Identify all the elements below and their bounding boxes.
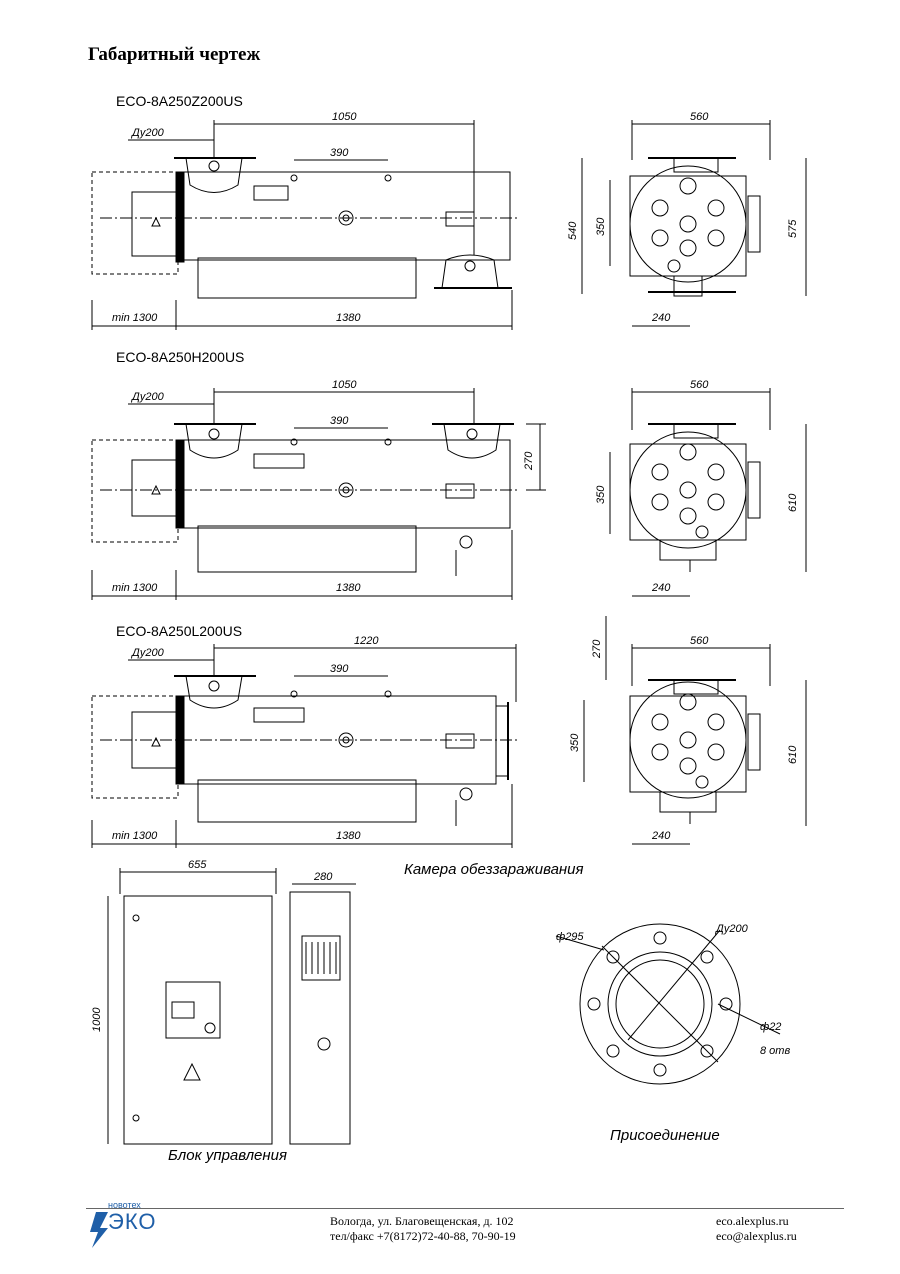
model-name: ECO-8A250Z200US: [116, 93, 243, 109]
svg-text:min 1300: min 1300: [112, 830, 158, 842]
footer: новотех ЭКО Вологда, ул. Благовещенская,…: [0, 1200, 900, 1274]
svg-text:1050: 1050: [332, 379, 357, 391]
svg-text:240: 240: [651, 582, 671, 594]
svg-text:390: 390: [330, 147, 349, 159]
svg-text:1380: 1380: [336, 830, 361, 842]
logo-icon: [90, 1212, 108, 1248]
svg-text:min 1300: min 1300: [112, 582, 158, 594]
svg-text:350: 350: [569, 733, 581, 752]
model-z-side-view: ECO-8A250Z200US 1050 Ду200 390: [91, 93, 520, 330]
svg-text:270: 270: [591, 639, 603, 659]
svg-text:270: 270: [523, 451, 535, 471]
svg-text:560: 560: [690, 379, 709, 391]
svg-text:560: 560: [690, 111, 709, 123]
svg-text:240: 240: [651, 830, 671, 842]
svg-text:240: 240: [651, 312, 671, 324]
svg-text:Ду200: Ду200: [714, 923, 749, 935]
svg-text:350: 350: [595, 485, 607, 504]
svg-text:540: 540: [567, 221, 579, 240]
svg-text:560: 560: [690, 635, 709, 647]
svg-text:Ду200: Ду200: [130, 647, 165, 659]
model-z-end-view: 560 540 350 575 240: [567, 111, 807, 327]
email-link[interactable]: eco@alexplus.ru: [716, 1229, 797, 1243]
svg-text:Ду200: Ду200: [130, 391, 165, 403]
model-l-side-view: ECO-8A250L200US 1220 Ду200 390 min 1300: [91, 623, 520, 848]
logo-small-text: новотех: [108, 1200, 141, 1210]
svg-text:610: 610: [787, 493, 799, 512]
connection-caption: Присоединение: [610, 1127, 720, 1144]
svg-text:610: 610: [787, 745, 799, 764]
svg-text:1380: 1380: [336, 312, 361, 324]
footer-divider: [86, 1208, 844, 1209]
svg-text:ф295: ф295: [556, 931, 584, 943]
page-title: Габаритный чертеж: [88, 44, 261, 65]
svg-text:575: 575: [787, 219, 799, 238]
model-name: ECO-8A250L200US: [116, 623, 242, 639]
contacts: eco.alexplus.ru eco@alexplus.ru: [716, 1214, 797, 1244]
control-box-views: 655 1000 280 Блок управления: [91, 859, 356, 1164]
svg-text:390: 390: [330, 663, 349, 675]
svg-text:8 отв: 8 отв: [760, 1045, 790, 1057]
logo-big-text: ЭКО: [108, 1209, 157, 1234]
connection-flange: ф295 Ду200 ф22 8 отв Присоединение: [555, 923, 790, 1144]
site-link[interactable]: eco.alexplus.ru: [716, 1214, 789, 1228]
svg-text:1050: 1050: [332, 111, 357, 123]
svg-text:1380: 1380: [336, 582, 361, 594]
model-l-end-view: 560 270 350 610 240: [569, 616, 807, 845]
svg-text:280: 280: [313, 871, 333, 883]
control-box-caption: Блок управления: [168, 1147, 287, 1164]
chamber-caption: Камера обеззараживания: [404, 861, 584, 878]
svg-text:Ду200: Ду200: [130, 127, 165, 139]
model-name: ECO-8A250H200US: [116, 349, 244, 365]
model-h-end-view: 560 350 610 240: [595, 379, 807, 597]
svg-text:ф22: ф22: [760, 1021, 781, 1033]
svg-text:1220: 1220: [354, 635, 379, 647]
svg-text:655: 655: [188, 859, 207, 871]
technical-drawing: ECO-8A250Z200US 1050 Ду200 390: [91, 93, 807, 1164]
svg-text:390: 390: [330, 415, 349, 427]
svg-text:350: 350: [595, 217, 607, 236]
model-h-side-view: ECO-8A250H200US 1050 Ду200 390 270: [91, 349, 546, 600]
svg-text:min 1300: min 1300: [112, 312, 158, 324]
svg-text:1000: 1000: [91, 1007, 103, 1032]
address: Вологда, ул. Благовещенская, д. 102 тел/…: [330, 1214, 516, 1243]
